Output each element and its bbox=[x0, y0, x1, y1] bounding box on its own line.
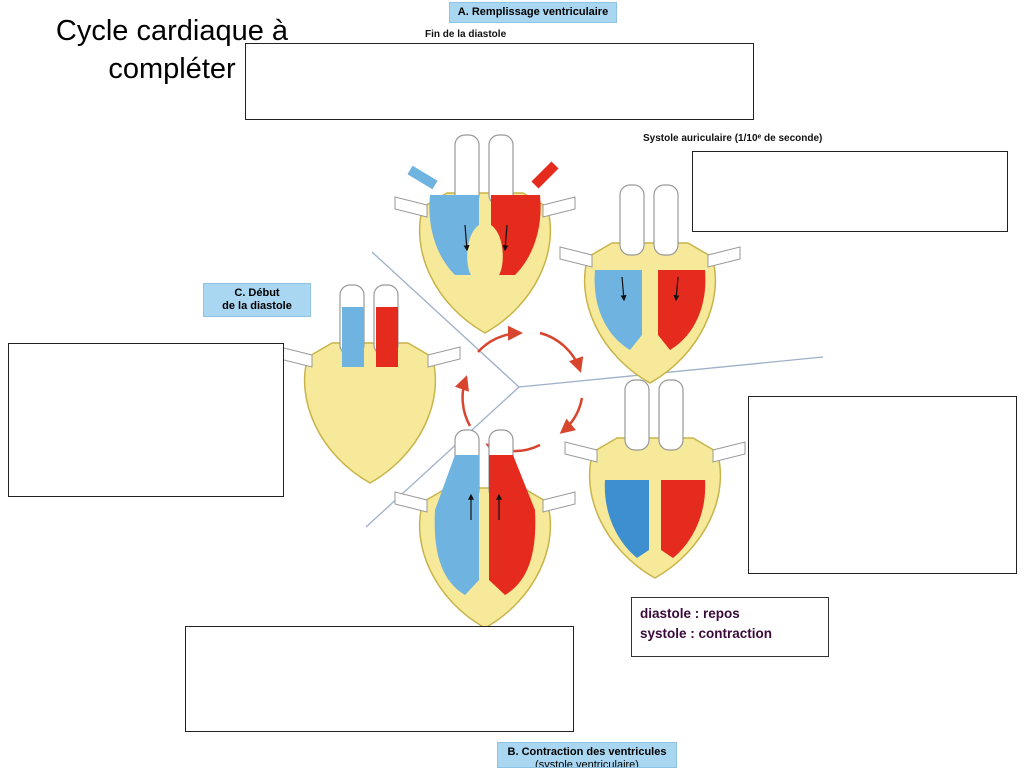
phase-label-c: C. Début de la diastole bbox=[203, 283, 311, 317]
heart-illustration bbox=[394, 134, 576, 334]
phase-label-b-line1: B. Contraction des ventricules bbox=[507, 746, 667, 758]
answer-box-start-diastole[interactable] bbox=[8, 343, 284, 497]
phase-label-a: A. Remplissage ventriculaire bbox=[449, 2, 617, 23]
heart-illustration bbox=[394, 429, 576, 629]
answer-box-ejection[interactable] bbox=[185, 626, 574, 732]
label-end-diastole: Fin de la diastole bbox=[425, 29, 507, 40]
answer-box-ventricular-contraction[interactable] bbox=[748, 396, 1017, 574]
answer-box-atrial-systole[interactable] bbox=[692, 151, 1008, 232]
phase-label-c-line2: de la diastole bbox=[222, 300, 292, 312]
separator-line bbox=[371, 251, 520, 388]
heart-illustration bbox=[559, 184, 741, 384]
phase-label-b: B. Contraction des ventricules (systole … bbox=[497, 742, 677, 768]
separator-line bbox=[365, 386, 520, 528]
phase-label-c-line1: C. Début bbox=[234, 287, 280, 299]
legend-diastole: diastole : repos bbox=[640, 606, 740, 621]
heart-illustration bbox=[564, 379, 746, 579]
cycle-arrow-icon bbox=[454, 325, 584, 458]
page-title: Cycle cardiaque à compléter bbox=[55, 15, 289, 85]
phase-label-b-line2: (systole ventriculaire) bbox=[535, 759, 639, 768]
legend-box: diastole : repos systole : contraction bbox=[631, 597, 829, 657]
label-atrial-systole: Systole auriculaire (1/10ᵉ de seconde) bbox=[643, 133, 823, 144]
separator-line bbox=[518, 356, 824, 388]
heart-illustration bbox=[279, 284, 461, 484]
legend-systole: systole : contraction bbox=[640, 626, 773, 641]
answer-box-end-diastole[interactable] bbox=[245, 43, 754, 120]
